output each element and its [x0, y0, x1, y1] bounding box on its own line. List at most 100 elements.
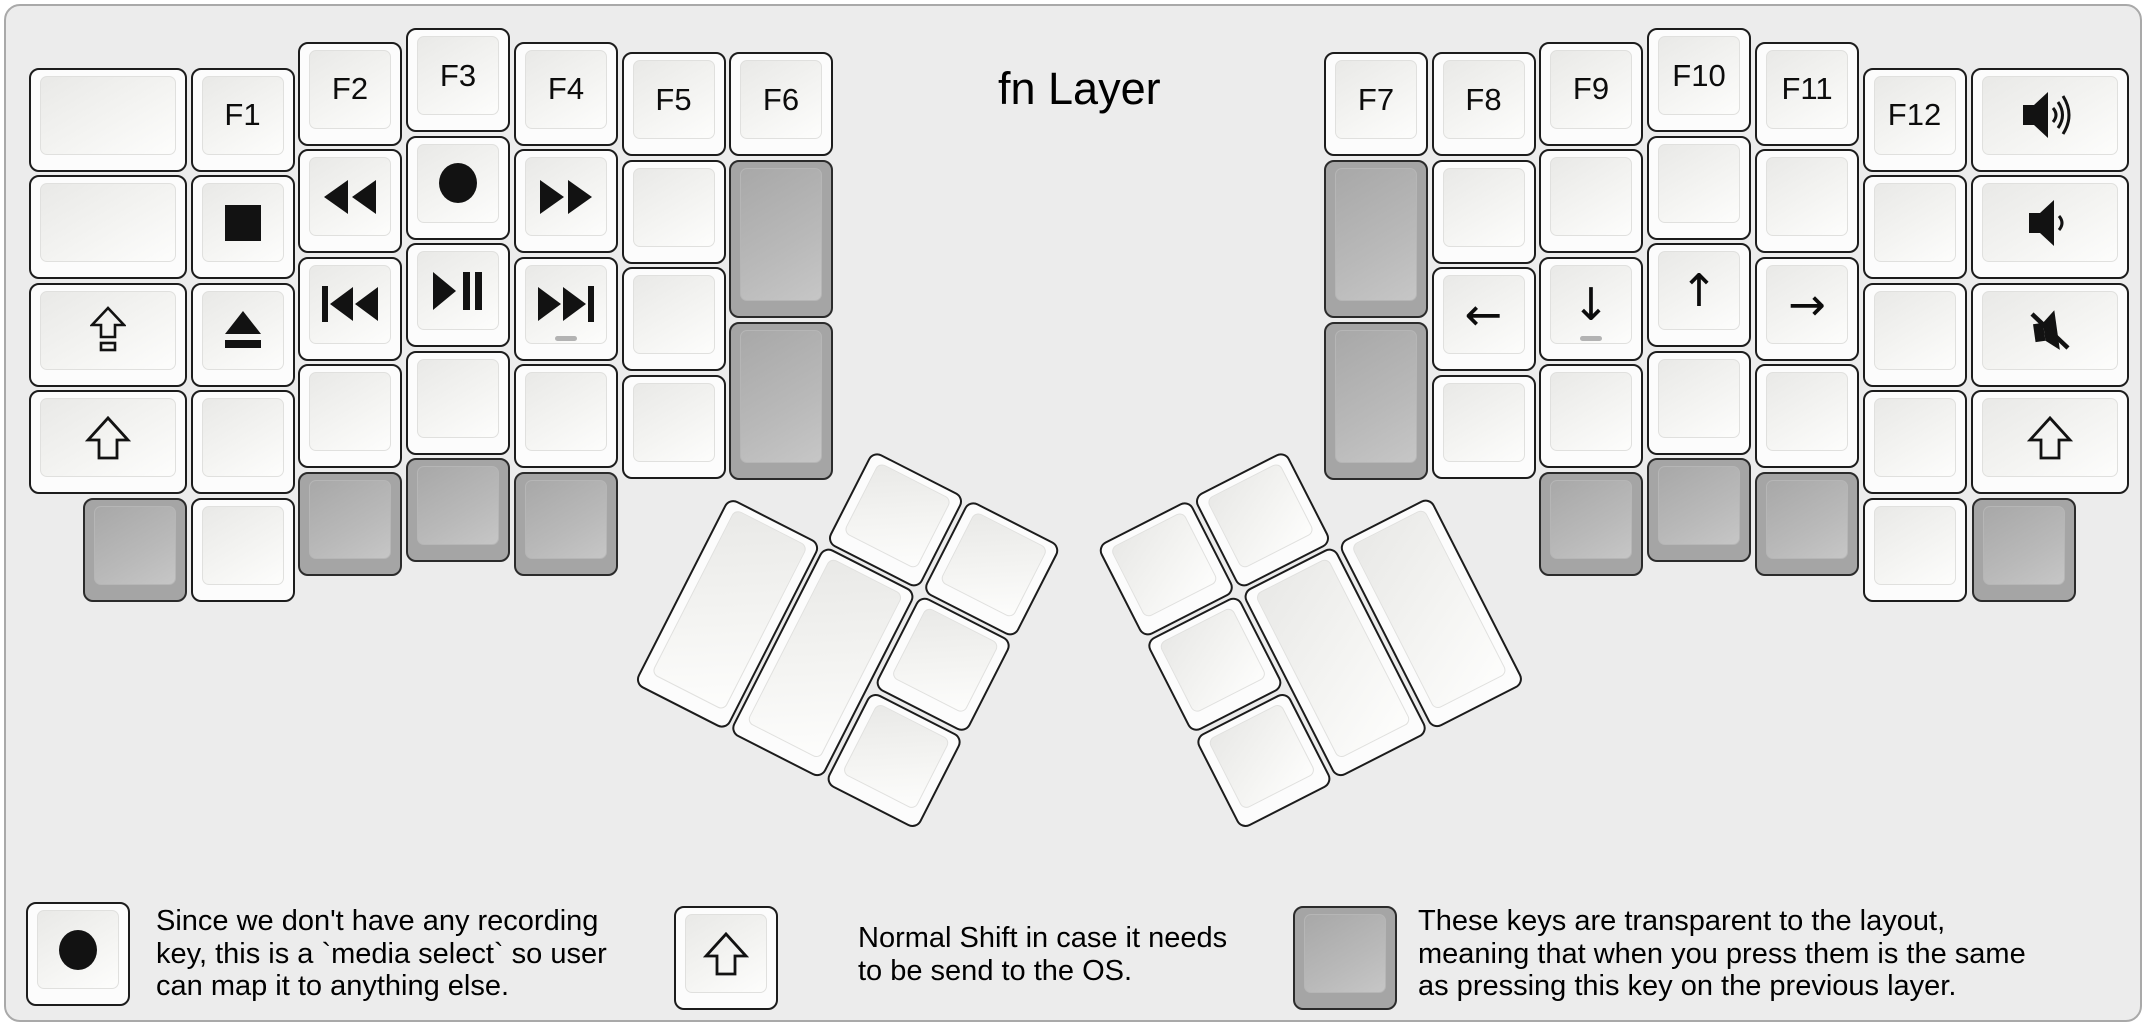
key-transparent[interactable] — [83, 497, 187, 602]
key-volume-up[interactable] — [1971, 67, 2129, 172]
shift-icon — [703, 931, 749, 975]
key-transparent[interactable] — [729, 160, 833, 318]
key-label: F3 — [439, 57, 477, 93]
key-f4[interactable]: F4 — [514, 41, 618, 146]
key-fast-forward[interactable] — [514, 149, 618, 253]
key-top — [1550, 372, 1632, 451]
key-shift-left[interactable] — [29, 390, 187, 494]
shift-icon — [703, 931, 749, 977]
key-blank[interactable] — [1862, 497, 1967, 602]
key-top — [40, 290, 176, 370]
mute-icon — [2024, 306, 2076, 354]
legend-transparent-text: These keys are transparent to the layout… — [1418, 905, 2026, 1003]
key-blank[interactable] — [190, 390, 295, 494]
caps-lock-icon — [90, 306, 126, 352]
key-top: F8 — [1442, 60, 1525, 139]
key-blank[interactable] — [621, 374, 726, 479]
key-transparent[interactable] — [1539, 471, 1643, 576]
key-transparent[interactable] — [298, 471, 402, 576]
key-shift-right[interactable] — [1971, 390, 2129, 494]
key-blank[interactable] — [1431, 374, 1536, 479]
key-volume-down[interactable] — [1971, 175, 2129, 279]
key-f1[interactable]: F1 — [190, 67, 295, 172]
key-top — [201, 505, 284, 585]
key-top — [1335, 329, 1417, 463]
key-f8[interactable]: F8 — [1431, 52, 1536, 156]
key-top: F11 — [1766, 49, 1848, 129]
key-blank[interactable] — [1647, 135, 1751, 240]
key-top — [1983, 505, 2065, 585]
key-top — [40, 398, 176, 477]
key-blank[interactable] — [190, 497, 295, 602]
key-top — [1205, 462, 1315, 570]
key-rewind[interactable] — [298, 149, 402, 253]
key-f2[interactable]: F2 — [298, 41, 402, 146]
legend-record-key[interactable] — [26, 902, 130, 1006]
key-transparent[interactable] — [406, 458, 510, 562]
key-transparent[interactable] — [1647, 458, 1751, 562]
key-label: F8 — [1465, 81, 1502, 117]
key-record[interactable] — [406, 135, 510, 240]
key-top — [417, 251, 499, 330]
key-blank[interactable] — [29, 67, 187, 172]
key-eject[interactable] — [190, 282, 295, 387]
homing-dash — [555, 335, 577, 341]
key-blank[interactable] — [1862, 390, 1967, 494]
key-play-pause[interactable] — [406, 243, 510, 347]
key-blank[interactable] — [1862, 282, 1967, 387]
key-transparent[interactable] — [729, 321, 833, 480]
shift-icon — [2027, 415, 2073, 459]
key-top — [1335, 168, 1417, 301]
key-blank[interactable] — [406, 350, 510, 455]
key-top — [1766, 479, 1848, 559]
arrow-right-icon: → — [1788, 277, 1826, 331]
key-label: F9 — [1572, 71, 1610, 106]
key-blank[interactable] — [1539, 149, 1643, 253]
key-arrow-right[interactable]: → — [1755, 256, 1859, 361]
key-transparent[interactable] — [1324, 321, 1428, 480]
key-f5[interactable]: F5 — [621, 52, 726, 156]
key-f3[interactable]: F3 — [406, 28, 510, 132]
key-f9[interactable]: F9 — [1539, 41, 1643, 146]
key-f7[interactable]: F7 — [1324, 52, 1428, 156]
key-mute[interactable] — [1971, 282, 2129, 387]
key-blank[interactable] — [298, 364, 402, 468]
key-top — [525, 264, 607, 344]
stop-icon — [224, 204, 262, 242]
key-arrow-left[interactable]: ← — [1431, 267, 1536, 371]
key-prev-track[interactable] — [298, 256, 402, 361]
key-blank[interactable] — [1431, 159, 1536, 264]
key-blank[interactable] — [1647, 350, 1751, 455]
legend-shift-key[interactable] — [674, 906, 778, 1010]
key-blank[interactable] — [1755, 364, 1859, 468]
key-blank[interactable] — [621, 159, 726, 264]
key-blank[interactable] — [29, 175, 187, 279]
key-top — [740, 168, 822, 301]
key-blank[interactable] — [514, 364, 618, 468]
eject-icon — [222, 310, 264, 350]
key-blank[interactable] — [1539, 364, 1643, 468]
legend-text-line: Since we don't have any recording — [156, 905, 599, 937]
key-f11[interactable]: F11 — [1755, 41, 1859, 146]
key-blank[interactable] — [621, 267, 726, 371]
legend-transparent-key[interactable] — [1293, 906, 1397, 1010]
key-top — [37, 910, 119, 989]
key-capslock[interactable] — [29, 282, 187, 387]
key-f6[interactable]: F6 — [729, 52, 833, 156]
key-transparent[interactable] — [1972, 497, 2076, 602]
key-transparent[interactable] — [1755, 471, 1859, 576]
key-arrow-down[interactable]: ↓ — [1539, 256, 1643, 361]
key-transparent[interactable] — [1324, 160, 1428, 318]
key-top: F7 — [1335, 60, 1417, 139]
key-top: ↓ — [1550, 264, 1632, 344]
arrow-left-icon: ← — [1464, 288, 1503, 341]
key-top: F5 — [632, 60, 715, 139]
key-f10[interactable]: F10 — [1647, 28, 1751, 132]
key-transparent[interactable] — [514, 471, 618, 576]
key-stop[interactable] — [190, 175, 295, 279]
key-blank[interactable] — [1862, 175, 1967, 279]
key-arrow-up[interactable]: ↑ — [1647, 243, 1751, 347]
key-next-track[interactable] — [514, 256, 618, 361]
key-blank[interactable] — [1755, 149, 1859, 253]
key-f12[interactable]: F12 — [1862, 67, 1967, 172]
